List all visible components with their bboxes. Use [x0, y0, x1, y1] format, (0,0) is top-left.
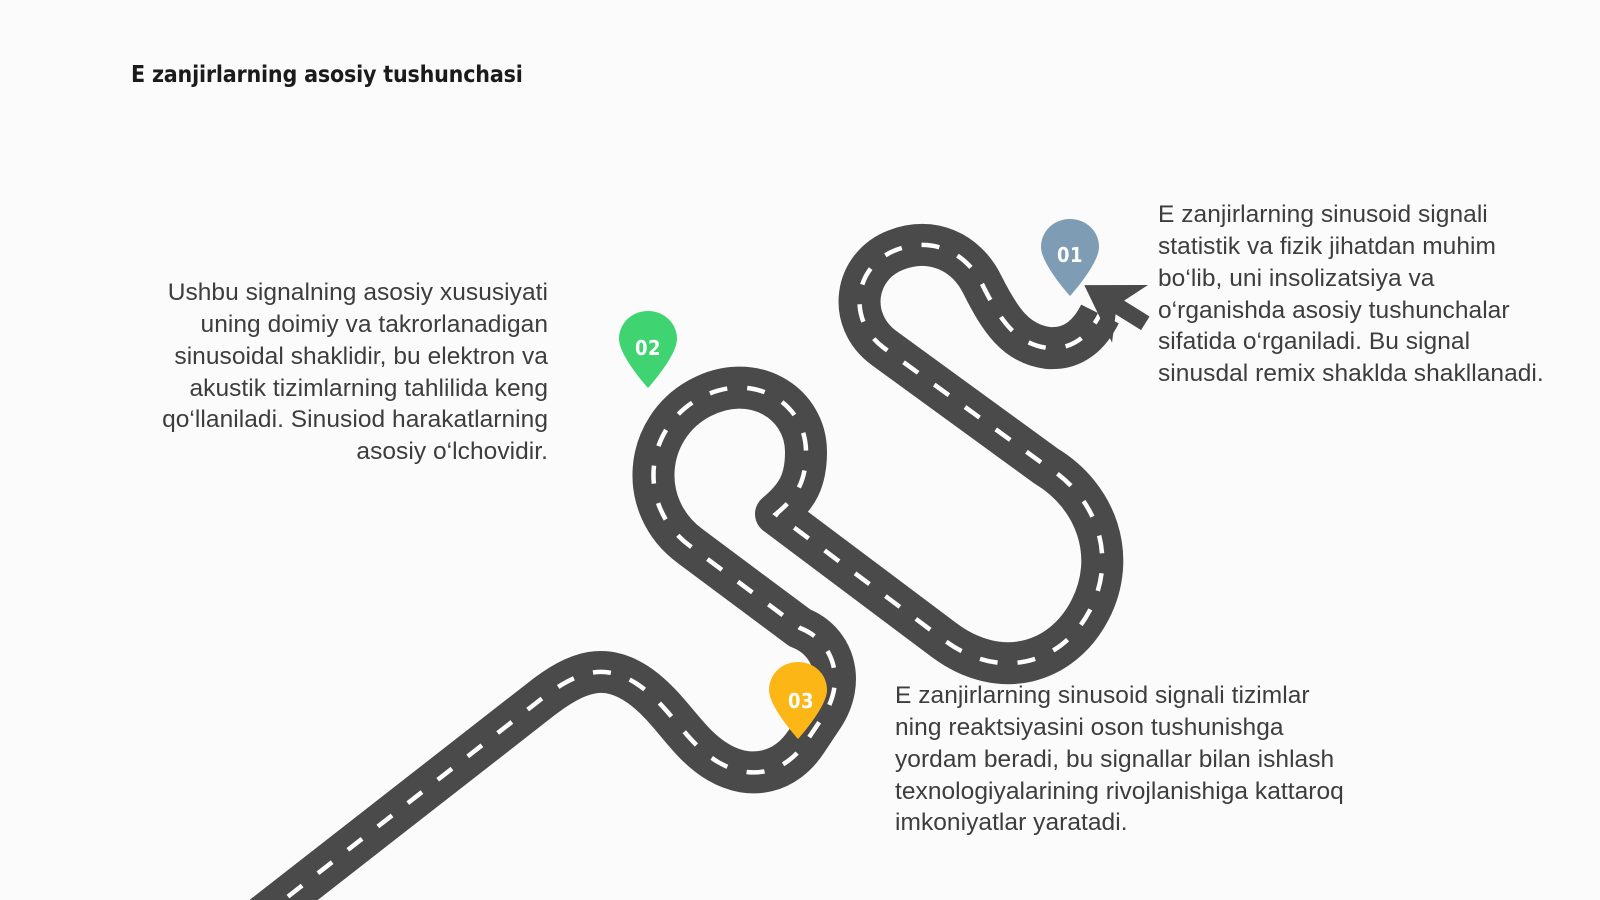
page-title: E zanjirlarning asosiy tushunchasi: [131, 62, 523, 88]
map-pin-03[interactable]: 03: [767, 661, 829, 739]
pin-teardrop-icon: [1041, 219, 1099, 296]
map-pin-02[interactable]: 02: [617, 310, 679, 388]
pin-teardrop-icon: [619, 311, 677, 388]
pin-teardrop-icon: [769, 662, 827, 739]
step-01-description: E zanjirlarning sinusoid signali statist…: [1158, 201, 1544, 388]
road-arrowhead: [1084, 284, 1150, 343]
step-03-description: E zanjirlarning sinusoid signali tizimla…: [895, 682, 1344, 837]
map-pin-01[interactable]: 01: [1039, 218, 1101, 296]
step-02-description: Ushbu signalning asosiy xususiyati uning…: [162, 279, 548, 466]
